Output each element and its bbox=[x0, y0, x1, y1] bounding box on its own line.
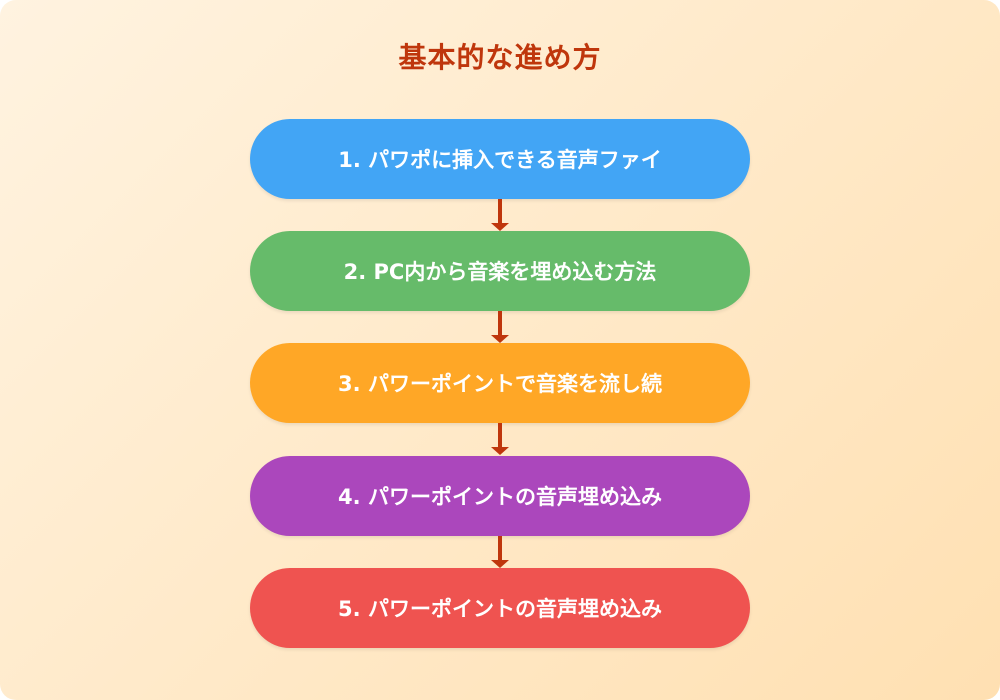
arrow-down-icon bbox=[491, 423, 509, 455]
arrow-down-icon bbox=[491, 311, 509, 343]
step-2-label: 2. PC内から音楽を埋め込む方法 bbox=[343, 260, 657, 284]
arrow-down-icon bbox=[491, 536, 509, 568]
diagram-title: 基本的な進め方 bbox=[398, 41, 602, 74]
step-5-label: 5. パワーポイントの音声埋め込み bbox=[338, 597, 662, 621]
step-3-label: 3. パワーポイントで音楽を流し続 bbox=[338, 372, 662, 396]
arrow-down-icon bbox=[491, 199, 509, 231]
step-1-label: 1. パワポに挿入できる音声ファイ bbox=[338, 148, 662, 172]
step-3-box: 3. パワーポイントで音楽を流し続 bbox=[250, 343, 750, 423]
step-5-box: 5. パワーポイントの音声埋め込み bbox=[250, 568, 750, 648]
step-1-box: 1. パワポに挿入できる音声ファイ bbox=[250, 119, 750, 199]
step-4-label: 4. パワーポイントの音声埋め込み bbox=[338, 485, 662, 509]
step-4-box: 4. パワーポイントの音声埋め込み bbox=[250, 456, 750, 536]
step-2-box: 2. PC内から音楽を埋め込む方法 bbox=[250, 231, 750, 311]
